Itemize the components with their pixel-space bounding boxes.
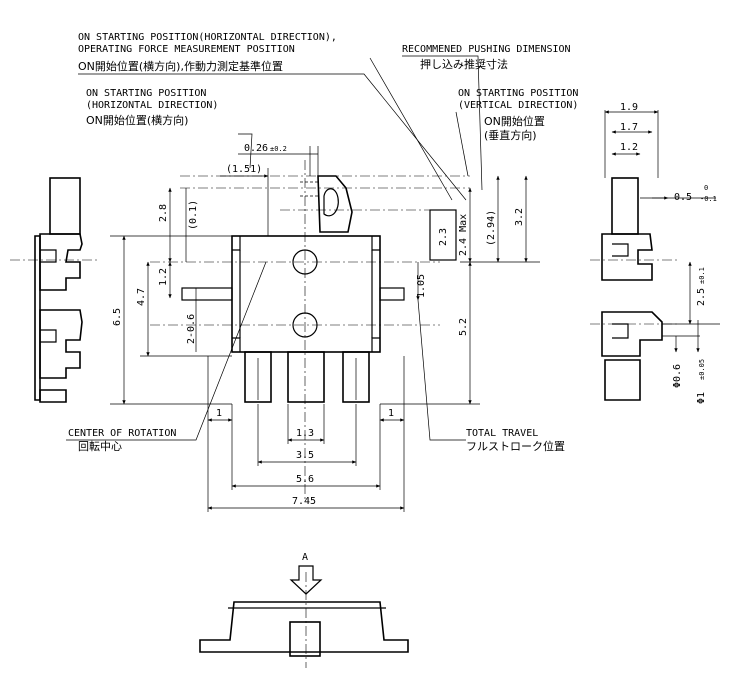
dim-3-2: 3.2: [514, 208, 525, 226]
dim-r-2-5-tol: ±0.1: [698, 267, 706, 284]
dim-1-51: (1.51): [226, 164, 262, 175]
dim-1-3: 1.3: [296, 428, 314, 439]
note-on-start-force-jp: ON開始位置(横方向),作動力測定基準位置: [78, 59, 283, 73]
dim-1-05: 1.05: [416, 274, 427, 298]
dim-r-0-5: 0.5: [674, 192, 692, 203]
dim-1-left: 1: [216, 408, 222, 419]
dim-2-4-max: 2.4 Max: [458, 214, 469, 256]
dim-r-0-5-lo: -0.1: [700, 195, 717, 203]
note-recommended-en: RECOMMENED PUSHING DIMENSION: [402, 44, 571, 55]
dim-r-2-5: 2.5: [696, 288, 707, 306]
dim-r-1-9: 1.9: [620, 102, 638, 113]
note-on-start-force-en2: OPERATING FORCE MEASUREMENT POSITION: [78, 44, 295, 55]
note-recommended-jp: 押し込み推奨寸法: [420, 57, 508, 71]
note-on-start-v-en1: ON STARTING POSITION: [458, 88, 578, 99]
note-on-start-h-jp: ON開始位置(横方向): [86, 113, 188, 127]
dim-7-45: 7.45: [292, 496, 316, 507]
dim-0-1: (0.1): [188, 200, 199, 230]
dim-r-phi-0-6: Φ0.6: [672, 364, 683, 388]
dim-r-phi-1-tol: ±0.05: [698, 359, 706, 380]
front-dimensions: [66, 55, 540, 512]
drawing-labels: ON STARTING POSITION(HORIZONTAL DIRECTIO…: [68, 32, 717, 563]
dim-6-5: 6.5: [112, 308, 123, 326]
dim-2-8: 2.8: [158, 204, 169, 222]
note-on-start-v-jp1: ON開始位置: [484, 114, 545, 128]
dim-2-3: 2.3: [438, 228, 449, 246]
bottom-view: [199, 565, 409, 668]
dim-2-94: (2.94): [486, 210, 497, 246]
note-center-rotation-jp: 回転中心: [78, 440, 122, 453]
note-on-start-h-en1: ON STARTING POSITION: [86, 88, 206, 99]
view-label-a: A: [302, 552, 308, 563]
right-side-view: [590, 110, 720, 401]
front-view: [150, 160, 470, 500]
dim-0-26: 0.26: [244, 143, 268, 154]
dim-r-0-5-up: 0: [704, 184, 708, 192]
dim-r-phi-1: Φ1: [696, 392, 707, 404]
dim-3-5: 3.5: [296, 450, 314, 461]
dim-5-2: 5.2: [458, 318, 469, 336]
dim-r-1-2: 1.2: [620, 142, 638, 153]
dim-r-1-7: 1.7: [620, 122, 638, 133]
note-on-start-v-jp2: (垂直方向): [484, 128, 537, 142]
note-center-rotation-en: CENTER OF ROTATION: [68, 428, 176, 439]
dim-1-right: 1: [388, 408, 394, 419]
left-side-view: [10, 177, 100, 403]
note-on-start-force-en1: ON STARTING POSITION(HORIZONTAL DIRECTIO…: [78, 32, 337, 43]
dim-2-0-6: 2-0.6: [186, 314, 197, 344]
dim-0-26-tol: ±0.2: [270, 145, 287, 153]
note-on-start-v-en2: (VERTICAL DIRECTION): [458, 100, 578, 111]
note-total-travel-jp: フルストローク位置: [466, 439, 565, 453]
dim-4-7: 4.7: [136, 288, 147, 306]
note-on-start-h-en2: (HORIZONTAL DIRECTION): [86, 100, 218, 111]
dim-1-2: 1.2: [158, 268, 169, 286]
dim-5-6: 5.6: [296, 474, 314, 485]
note-total-travel-en: TOTAL TRAVEL: [466, 428, 538, 439]
